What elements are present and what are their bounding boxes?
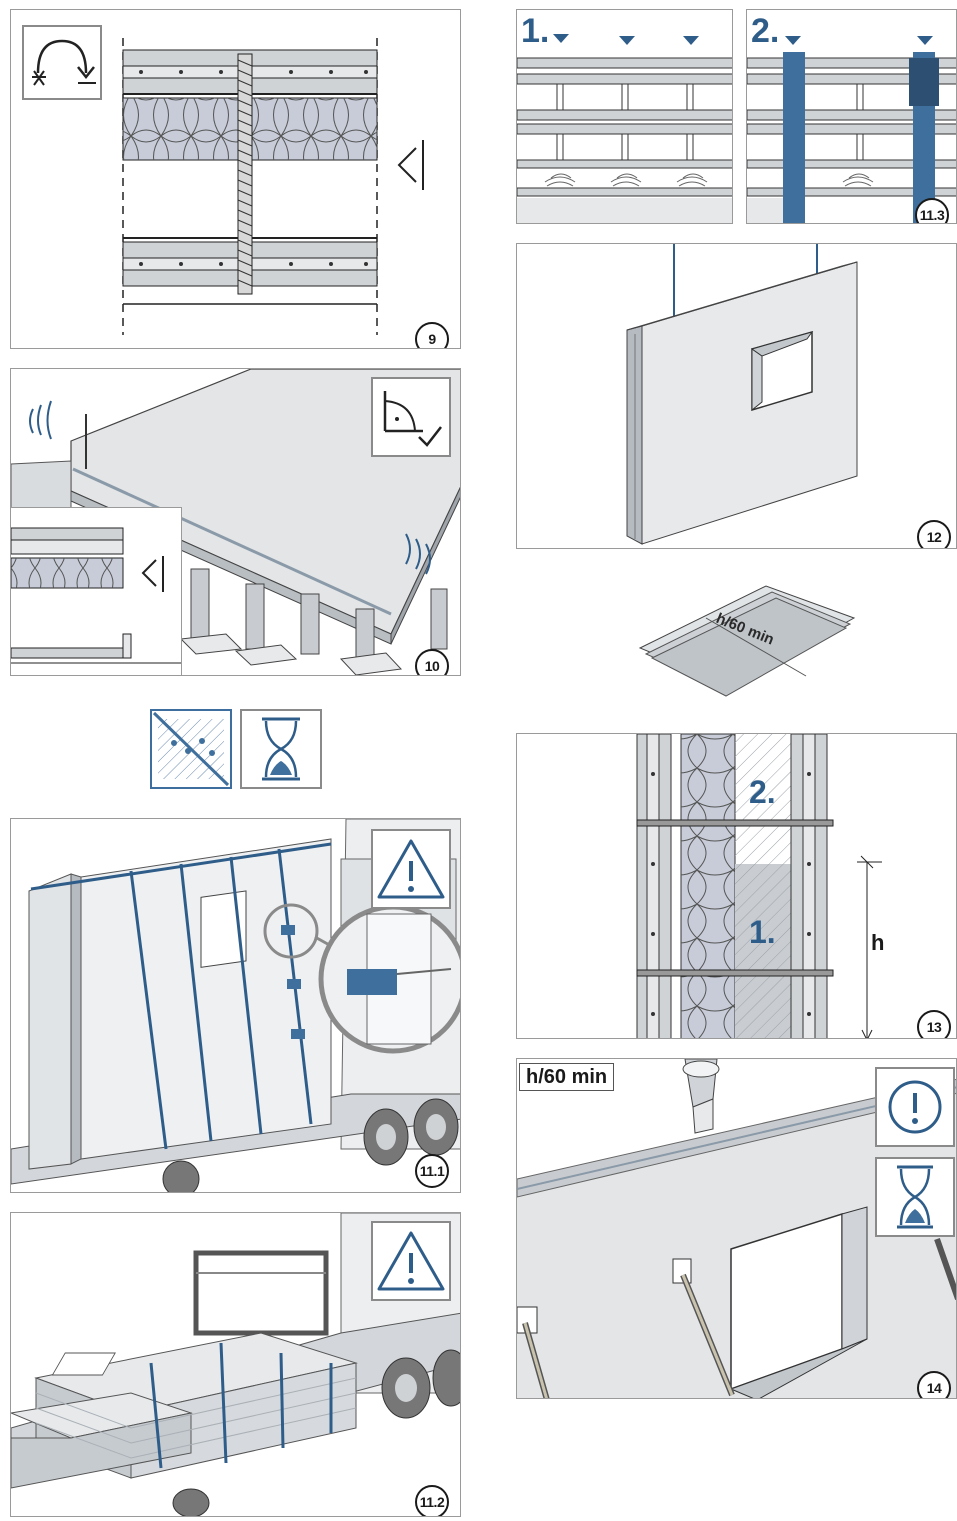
time-tag: h/60 min: [519, 1063, 615, 1091]
height-label: h: [871, 930, 885, 955]
warning-triangle-icon: [371, 829, 451, 909]
step-badge-14: 14: [917, 1371, 951, 1398]
step-label-1: 1.: [521, 12, 550, 50]
attention-circle-icon: [875, 1067, 955, 1147]
layer-label-1: 1.: [749, 914, 776, 950]
hourglass-icon: [240, 709, 322, 789]
step-badge-11-3: 11.3: [915, 198, 949, 223]
panel-step-11-2: 11.2: [10, 1212, 461, 1517]
no-moisture-icon: [150, 709, 232, 789]
step-badge-10: 10: [415, 649, 449, 675]
step-badge-11-2: 11.2: [415, 1485, 449, 1516]
step-badge-11-1: 11.1: [415, 1154, 449, 1188]
step-badge-12: 12: [917, 520, 951, 548]
panel-step-14: h/60 min 14: [516, 1058, 957, 1399]
angle-check-icon: [371, 377, 451, 457]
panel-step-12: 12: [516, 243, 957, 549]
step-badge-13: 13: [917, 1010, 951, 1038]
inset-detail-10: [11, 507, 182, 675]
hourglass-icon-2: [875, 1157, 955, 1237]
view-direction-icon: [397, 140, 424, 190]
panel-step-11-3-a: 1.: [516, 9, 733, 224]
panel-step-9: 9: [10, 9, 461, 349]
rotate-turn-icon: [22, 25, 102, 100]
step-label-2: 2.: [751, 12, 780, 50]
panel-step-11-1: 11.1: [10, 818, 461, 1193]
panel-step-11-3-b: 2. 11.3: [746, 9, 957, 224]
panel-step-13: 2. 1. h 13: [516, 733, 957, 1039]
panel-step-10: 10: [10, 368, 461, 676]
layer-label-2: 2.: [749, 774, 776, 810]
curing-sheet-illustration: h/60 min: [636, 578, 856, 700]
step-badge-9: 9: [415, 322, 449, 348]
warning-triangle-icon-2: [371, 1221, 451, 1301]
